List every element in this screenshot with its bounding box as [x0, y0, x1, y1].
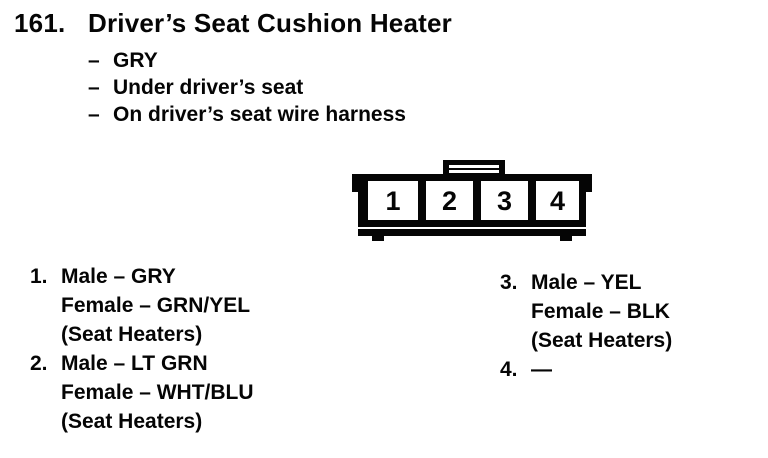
pin-entry-number: 3. [500, 271, 518, 294]
pin-wire-female: Female – WHT/BLU [61, 381, 254, 404]
note-harness: – On driver’s seat wire harness [88, 101, 406, 128]
pin-3-label: 3 [497, 186, 512, 216]
item-title: Driver’s Seat Cushion Heater [88, 8, 452, 38]
pin-3-entry: 3. Male – YEL Female – BLK (Seat Heaters… [500, 268, 672, 355]
pin-entry-lines: Male – LT GRN Female – WHT/BLU (Seat Hea… [61, 349, 254, 436]
pin-wire-female: Female – GRN/YEL [61, 294, 251, 317]
connector-notes: – GRY – Under driver’s seat – On driver’… [88, 47, 406, 128]
connector-diagram: 1 2 3 4 [348, 155, 596, 247]
pin-not-used: — [531, 358, 552, 381]
pin-entry-number: 1. [30, 265, 48, 288]
dash: – [88, 49, 100, 72]
pin-1-label: 1 [385, 186, 400, 216]
pin-legend-right: 3. Male – YEL Female – BLK (Seat Heaters… [500, 268, 672, 384]
pin-cavities [368, 181, 579, 220]
note-text: On driver’s seat wire harness [113, 103, 406, 126]
pin-wire-female: Female – BLK [531, 300, 670, 323]
connector-drawing-svg: 1 2 3 4 [352, 160, 592, 241]
pin-wire-male: Male – LT GRN [61, 352, 208, 375]
note-text: GRY [113, 49, 158, 72]
pin-entry-lines: Male – YEL Female – BLK (Seat Heaters) [531, 268, 672, 355]
pin-2-entry: 2. Male – LT GRN Female – WHT/BLU (Seat … [30, 349, 254, 436]
pin-2-label: 2 [442, 186, 457, 216]
pin-circuit: (Seat Heaters) [531, 329, 673, 352]
pin-4-label: 4 [550, 186, 565, 216]
note-location: – Under driver’s seat [88, 74, 406, 101]
page-title: 161. Driver’s Seat Cushion Heater [14, 8, 452, 39]
pin-circuit: (Seat Heaters) [61, 323, 203, 346]
pin-entry-lines: Male – GRY Female – GRN/YEL (Seat Heater… [61, 262, 250, 349]
pin-entry-number: 2. [30, 352, 48, 375]
item-number: 161. [14, 8, 66, 38]
pin-entry-number: 4. [500, 358, 518, 381]
pin-entry-lines: — [531, 355, 552, 384]
pin-wire-male: Male – GRY [61, 265, 176, 288]
pin-1-entry: 1. Male – GRY Female – GRN/YEL (Seat Hea… [30, 262, 254, 349]
note-text: Under driver’s seat [113, 76, 304, 99]
pin-wire-male: Male – YEL [531, 271, 642, 294]
dash: – [88, 103, 100, 126]
pin-legend-left: 1. Male – GRY Female – GRN/YEL (Seat Hea… [30, 262, 254, 436]
pin-numbers: 1 2 3 4 [385, 186, 565, 216]
dash: – [88, 76, 100, 99]
pin-circuit: (Seat Heaters) [61, 410, 203, 433]
note-color: – GRY [88, 47, 406, 74]
pin-4-entry: 4. — [500, 355, 672, 384]
